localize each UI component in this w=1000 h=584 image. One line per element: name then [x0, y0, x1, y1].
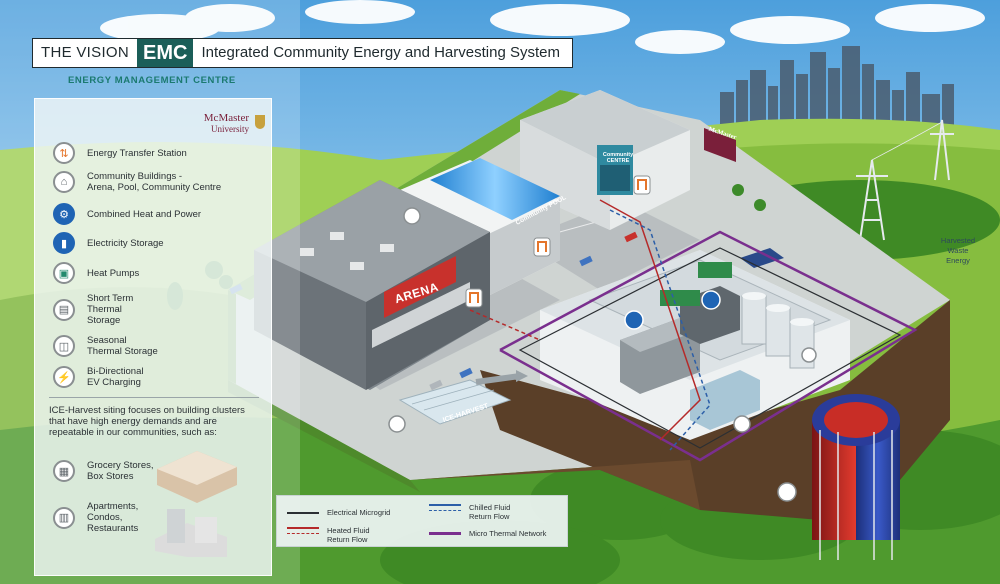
heat-pump-icon: ▣: [53, 262, 75, 284]
page-subtitle: ENERGY MANAGEMENT CENTRE: [68, 75, 236, 86]
title-bar: THE VISION EMC Integrated Community Ener…: [32, 38, 573, 68]
grocery-store-icon: ▦: [53, 460, 75, 482]
legend-item-ev-charging: ⚡ Bi-Directional EV Charging: [53, 366, 144, 388]
heated-line-swatch: [287, 526, 319, 535]
example-label: Apartments, Condos, Restaurants: [87, 501, 139, 534]
seasonal-thermal-storage-icon: ◫: [53, 335, 75, 357]
logo-name: McMaster: [203, 112, 249, 124]
title-emc-badge: EMC: [137, 39, 194, 67]
legend-item-label: Seasonal Thermal Storage: [87, 335, 158, 357]
legend-item-label: Electricity Storage: [87, 237, 164, 249]
page-title: Integrated Community Energy and Harvesti…: [201, 44, 560, 61]
flow-label: Electrical Microgrid: [327, 508, 391, 517]
flow-legend-electrical: Electrical Microgrid: [287, 508, 390, 517]
legend-panel: McMaster University ⇅ Energy Transfer St…: [34, 98, 272, 576]
mcmaster-logo: McMaster University: [203, 112, 265, 134]
short-term-thermal-storage-icon: ▤: [53, 298, 75, 321]
flow-legend: Electrical Microgrid Chilled Fluid Retur…: [276, 495, 568, 547]
ets-markers: [388, 175, 817, 502]
legend-item-seasonal-storage: ◫ Seasonal Thermal Storage: [53, 335, 158, 357]
legend-item-label: Heat Pumps: [87, 267, 140, 279]
legend-item-label: Short Term Thermal Storage: [87, 293, 134, 326]
example-label: Grocery Stores, Box Stores: [87, 460, 154, 482]
flow-label: Micro Thermal Network: [469, 529, 547, 538]
community-centre-label: Community CENTRE: [602, 152, 634, 164]
energy-transfer-station-icon: ⇅: [53, 142, 75, 164]
legend-item-label: Bi-Directional EV Charging: [87, 366, 144, 388]
thermal-line-swatch: [429, 529, 461, 538]
title-vision: THE VISION: [41, 44, 130, 61]
electrical-line-swatch: [287, 508, 319, 517]
logo-university: University: [211, 124, 249, 134]
example-grocery: ▦ Grocery Stores, Box Stores: [53, 460, 154, 482]
example-buildings-illustration: [155, 451, 237, 557]
legend-item-chp: ⚙ Combined Heat and Power: [53, 203, 201, 225]
legend-divider: [49, 397, 259, 398]
legend-item-energy-transfer: ⇅ Energy Transfer Station: [53, 142, 187, 164]
legend-item-community-buildings: ⌂ Community Buildings - Arena, Pool, Com…: [53, 171, 221, 193]
ev-charging-icon: ⚡: [53, 366, 75, 388]
flow-label: Chilled Fluid Return Flow: [469, 503, 511, 521]
siting-note: ICE-Harvest siting focuses on building c…: [49, 405, 245, 438]
crest-icon: [255, 115, 265, 129]
flow-legend-thermal: Micro Thermal Network: [429, 529, 546, 538]
community-buildings-icon: ⌂: [53, 171, 75, 193]
legend-item-label: Community Buildings - Arena, Pool, Commu…: [87, 171, 222, 193]
combined-heat-power-icon: ⚙: [53, 203, 75, 225]
flow-legend-chilled: Chilled Fluid Return Flow: [429, 503, 510, 521]
legend-item-label: Energy Transfer Station: [87, 147, 187, 159]
legend-item-electricity-storage: ▮ Electricity Storage: [53, 232, 164, 254]
electricity-storage-icon: ▮: [53, 232, 75, 254]
legend-item-label: Combined Heat and Power: [87, 208, 202, 220]
apartment-icon: ▥: [53, 506, 75, 529]
example-apartments: ▥ Apartments, Condos, Restaurants: [53, 501, 138, 534]
legend-item-short-term-storage: ▤ Short Term Thermal Storage: [53, 293, 133, 326]
legend-item-heat-pumps: ▣ Heat Pumps: [53, 262, 139, 284]
flow-legend-heated: Heated Fluid Return Flow: [287, 526, 370, 544]
chilled-line-swatch: [429, 503, 461, 512]
harvested-waste-energy-label: Harvested Waste Energy: [940, 236, 976, 265]
flow-label: Heated Fluid Return Flow: [327, 526, 370, 544]
